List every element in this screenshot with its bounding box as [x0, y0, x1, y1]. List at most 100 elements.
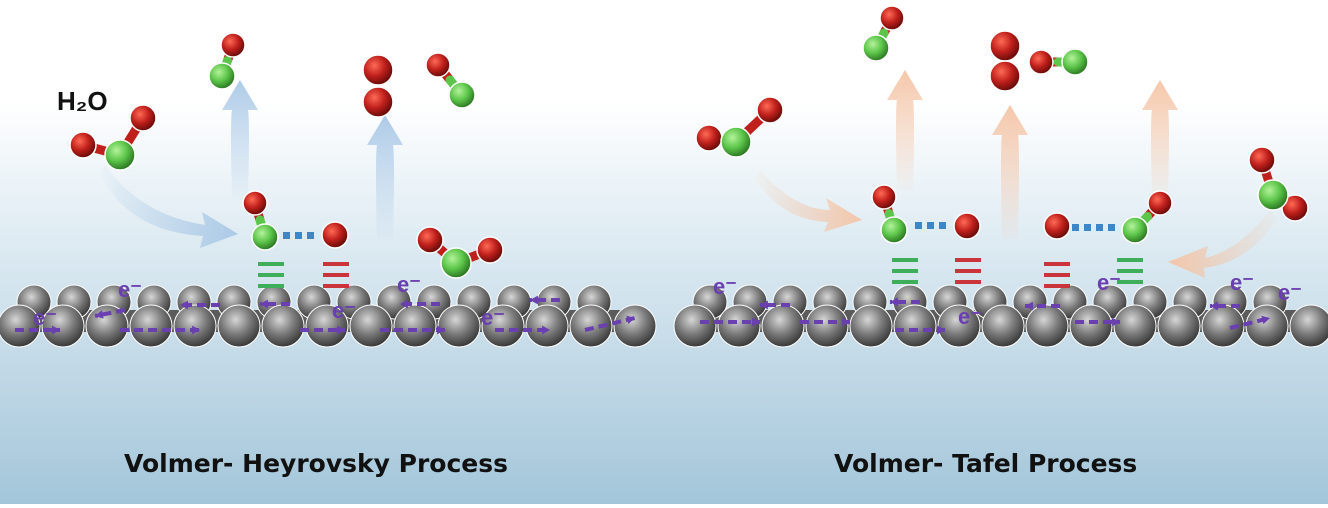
hydrogen-bond-dots-1 [915, 222, 946, 229]
substrate-atom [349, 304, 393, 348]
substrate-atom [805, 304, 849, 348]
oxygen-atom [1281, 194, 1309, 222]
bond-dash [323, 262, 349, 266]
bond-dash [323, 273, 349, 277]
oxygen-atom [756, 96, 784, 124]
released-oh-molecule-1 [862, 5, 905, 62]
electron-flow-arrow [495, 325, 550, 335]
bond-dash [1117, 280, 1143, 284]
adsorbed-h-bond-green-1 [892, 258, 918, 284]
hydrogen-atom [448, 81, 476, 109]
hydrogen-atom [251, 223, 279, 251]
hbond-dot [915, 222, 922, 229]
oxygen-atom [1043, 212, 1071, 240]
electron-flow-arrowhead [1210, 301, 1218, 311]
arrow-up-oh-release-1 [887, 70, 923, 190]
oxygen-atom [242, 190, 268, 216]
substrate-atom [981, 304, 1025, 348]
oxygen-atom [1028, 49, 1054, 75]
bond-dash [892, 269, 918, 273]
bond-dash [955, 269, 981, 273]
electron-flow-arrow [380, 325, 445, 335]
oxygen-atom [69, 131, 97, 159]
hbond-dot [939, 222, 946, 229]
water-molecule-incoming-left [695, 96, 784, 158]
bond-dash [258, 273, 284, 277]
bond-dash [1044, 273, 1070, 277]
arrow-up-oh-release [222, 80, 258, 200]
hbond-dot [1108, 224, 1115, 231]
hydrogen-bond-dots-2 [1072, 224, 1115, 231]
adsorbed-o-atom-2 [1043, 212, 1071, 240]
arrow-shape [222, 80, 258, 200]
o2-molecule [362, 54, 394, 118]
arrow-water-adsorb-right [1168, 210, 1278, 278]
oxygen-atom [989, 30, 1021, 62]
electron-flow-arrow [300, 325, 345, 335]
bond-dash [1117, 269, 1143, 273]
bond-dash [1044, 284, 1070, 288]
hbond-dot [307, 232, 314, 239]
oxygen-atom [1248, 146, 1276, 174]
hbond-dot [927, 222, 934, 229]
electron-flow-arrow [584, 315, 636, 332]
electron-label: e⁻ [958, 304, 982, 329]
electron-flow-arrow [1229, 315, 1271, 330]
adsorbed-o-bond-red [323, 262, 349, 288]
electron-flow-line [584, 316, 636, 332]
substrate-atom [393, 304, 437, 348]
adsorbed-o-bond-red-2 [1044, 262, 1070, 288]
substrate-atom [305, 304, 349, 348]
hbond-dot [1096, 224, 1103, 231]
electron-flow-arrow [530, 295, 560, 305]
bond-dash [258, 284, 284, 288]
bond-dash [323, 284, 349, 288]
hydrogen-atom [1061, 48, 1089, 76]
electron-flow-arrowhead [400, 299, 408, 309]
arrow-shape [1142, 80, 1178, 200]
bond-dash [258, 262, 284, 266]
electron-flow-arrowhead [937, 325, 945, 335]
electron-label: e⁻ [713, 274, 737, 299]
oxygen-atom [416, 226, 444, 254]
substrate-atom [217, 304, 261, 348]
electron-flow-arrow [180, 300, 220, 310]
substrate-atom [1025, 304, 1069, 348]
substrate-atom [41, 304, 85, 348]
substrate-atom [0, 304, 41, 348]
electron-flow-arrowhead [530, 295, 538, 305]
electron-flow-arrowhead [842, 317, 850, 327]
oxygen-atom [129, 104, 157, 132]
electron-flow-arrow [15, 325, 60, 335]
electron-flow-arrowhead [760, 300, 768, 310]
hbond-dot [283, 232, 290, 239]
electron-label: e⁻ [1278, 280, 1302, 305]
oxygen-atom [321, 221, 349, 249]
arrow-water-adsorb [100, 165, 238, 248]
arrow-shape [1168, 210, 1278, 278]
electron-flow-arrowhead [180, 300, 188, 310]
bond-dash [892, 258, 918, 262]
hbond-dot [1084, 224, 1091, 231]
electron-flow-arrowhead [542, 325, 550, 335]
oxygen-atom [879, 5, 905, 31]
released-oh-molecule-right [425, 52, 476, 109]
electron-flow-arrowhead [437, 325, 445, 335]
adsorbed-oh-molecule [242, 190, 279, 251]
electron-flow-arrow [700, 317, 760, 327]
substrate-atom [937, 304, 981, 348]
electron-flow-arrowhead [1112, 317, 1120, 327]
electron-label: e⁻ [332, 298, 356, 323]
substrate-atom [613, 304, 657, 348]
electron-flow-arrow [760, 300, 790, 310]
electron-label: e⁻ [397, 272, 421, 297]
bond-dash [955, 258, 981, 262]
arrow-shape [367, 115, 403, 240]
arrow-shape [100, 165, 238, 248]
water-molecule-incoming-right [1248, 146, 1309, 222]
electron-flow-arrow [94, 308, 126, 319]
bond-dash [1044, 262, 1070, 266]
electron-flow-arrow [1210, 301, 1240, 311]
substrate-atom [129, 304, 173, 348]
